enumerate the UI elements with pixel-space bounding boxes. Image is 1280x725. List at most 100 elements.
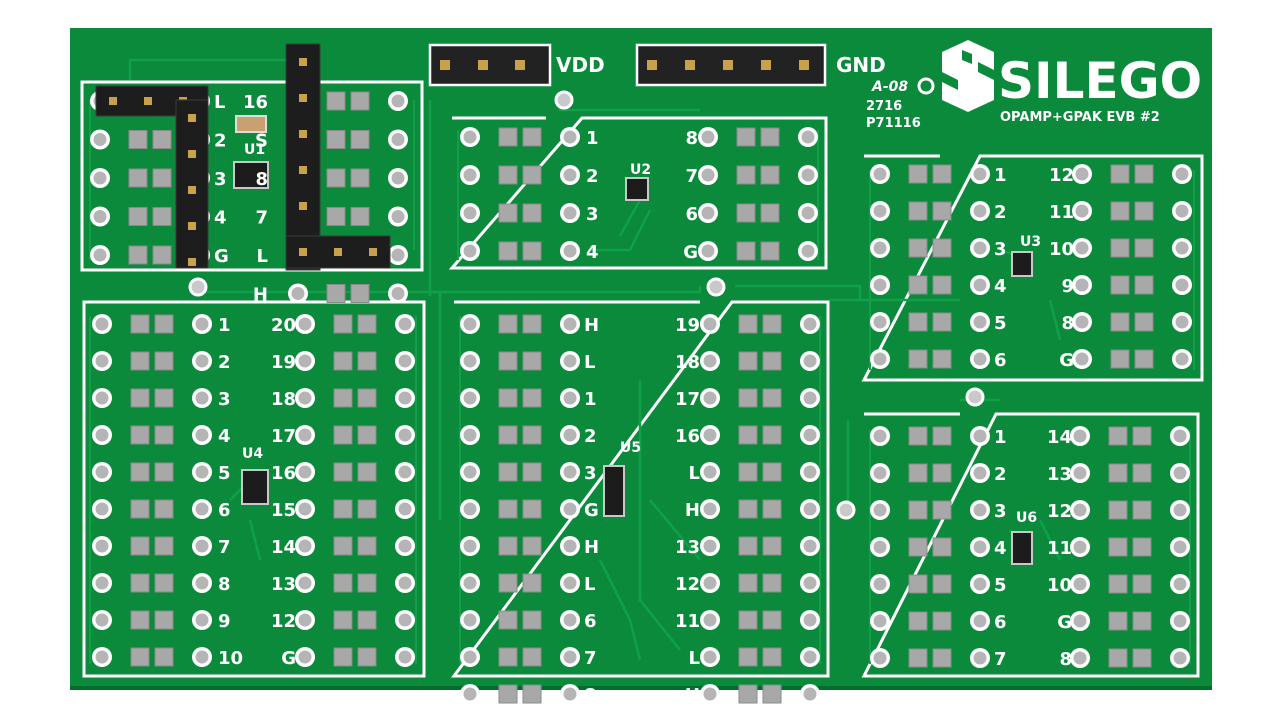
u1-right-header (285, 43, 321, 271)
u1-left-row-4-via-a-hole (93, 248, 107, 262)
gnd-pin-0 (647, 60, 657, 70)
u4-left-row-1-via-b-hole (195, 354, 209, 368)
u4-left-row-4-pad-b (154, 462, 174, 482)
u4-right-row-2-pad-a (333, 388, 353, 408)
u4-left-row-1-pad-a (130, 351, 150, 371)
u4-left-row-6-pad-a (130, 536, 150, 556)
gnd-pin-3 (761, 60, 771, 70)
u6-right-pin-label-0: 14 (1047, 427, 1072, 448)
u3-left-pin-label-2: 3 (994, 239, 1007, 260)
outline-u4 (82, 300, 426, 678)
u3-right-row-1-via-a-hole (1075, 204, 1089, 218)
u1-left-row-1-pad-a (128, 130, 148, 149)
u3-right-row-5-pad-a (1110, 349, 1130, 369)
u4-right-row-4-via-b-hole (398, 465, 412, 479)
u1-left-row-2-via-a-hole (93, 171, 107, 185)
u4-right-row-7-via-b-hole (398, 576, 412, 590)
u4-left-pin-label-0: 1 (218, 315, 231, 336)
u2-chip (625, 177, 649, 201)
u6-left-row-6-pad-a (908, 648, 928, 668)
u6-left-row-4-via-b-hole (973, 577, 987, 591)
u5-left-row-2-pad-a (498, 388, 518, 408)
silego-logo: SILEGO OPAMP+GPAK EVB #2 A-08 2716 P7111… (866, 40, 1202, 131)
u5-left-row-5-pad-a (498, 499, 518, 519)
u4-left-row-9-via-b-hole (195, 650, 209, 664)
u5-right-row-10-via-b-hole (803, 687, 817, 701)
u3-right-row-1-pad-a (1110, 201, 1130, 221)
u5-left-row-9-via-b-hole (563, 650, 577, 664)
u3-right-pin-label-0: 12 (1049, 165, 1074, 186)
u6-right-row-3-via-b-hole (1173, 540, 1187, 554)
u5-left-row-1-pad-b (522, 351, 542, 371)
u6-left-row-1-pad-b (932, 463, 952, 483)
u5-left-row-5-pad-b (522, 499, 542, 519)
u1-left-header-pin-2 (188, 186, 196, 194)
u4-left-row-8-via-b-hole (195, 613, 209, 627)
u6-right-pin-label-6: 8 (1059, 649, 1072, 670)
u3-left-row-1-via-b-hole (973, 204, 987, 218)
u6-right-pin-label-5: G (1057, 612, 1072, 633)
u4-right-row-5-pad-a (333, 499, 353, 519)
u2-left-row-2-via-a-hole (463, 206, 477, 220)
u1-left-row-4-pad-b (152, 245, 172, 265)
u1-right-row-1-via-b-hole (391, 133, 405, 146)
u6-right-row-1-via-a-hole (1073, 466, 1087, 480)
u5-right-pin-label-2: 17 (675, 389, 700, 410)
u4-right-row-2-via-a-hole (298, 391, 312, 405)
u4-left-row-8-pad-b (154, 610, 174, 630)
u5-right-row-8-via-b-hole (803, 613, 817, 627)
module-outlines (80, 80, 1204, 678)
u1-right-row-3-pad-b (350, 207, 370, 226)
u1-right-row-3-pad-a (326, 207, 346, 226)
u2-right-row-2-via-b-hole (801, 206, 815, 220)
u3-chip (1011, 251, 1033, 277)
u3-right-row-2-pad-b (1134, 238, 1154, 258)
u5-left-row-4-pad-b (522, 462, 542, 482)
u3-right-row-3-pad-a (1110, 275, 1130, 295)
u2-right-row-3-pad-a (736, 241, 756, 261)
u4-left-row-4-pad-a (130, 462, 150, 482)
u4-right-row-0-via-b-hole (398, 317, 412, 331)
u4-left-pin-label-7: 8 (218, 574, 231, 595)
u1-right-header-pin-4 (299, 202, 307, 210)
u1-right-pin-label-4: L (257, 246, 268, 267)
u4-left-row-0-pad-b (154, 314, 174, 334)
u3-left-row-4-via-b-hole (973, 315, 987, 329)
u4-left-row-3-via-b-hole (195, 428, 209, 442)
outline-u2 (448, 116, 828, 270)
u2-left-row-1-via-a-hole (463, 168, 477, 182)
u5-left-row-0-via-b-hole (563, 317, 577, 331)
u6-left-row-0-via-b-hole (973, 429, 987, 443)
u1-capacitor (235, 115, 267, 133)
u5-left-row-9-pad-b (522, 647, 542, 667)
u1-right-row-2-via-b-hole (391, 171, 405, 185)
u4-right-row-9-pad-a (333, 647, 353, 667)
u4-left-pin-label-5: 6 (218, 500, 231, 521)
u3-left-row-2-via-b-hole (973, 241, 987, 255)
u4-left-row-3-pad-b (154, 425, 174, 445)
u4-right-row-3-via-b-hole (398, 428, 412, 442)
u6-left-row-1-pad-a (908, 463, 928, 483)
u5-left-row-1-pad-a (498, 351, 518, 371)
u5-right-row-0-pad-a (738, 314, 758, 334)
u5-right-row-2-via-b-hole (803, 391, 817, 405)
u2-right-row-0-pad-a (736, 127, 756, 147)
vdd-label: VDD (556, 53, 605, 77)
u4-right-row-9-pad-b (357, 647, 377, 667)
u6-chip (1011, 531, 1033, 565)
u6-right-row-3-pad-a (1108, 537, 1128, 557)
u5-left-row-4-via-b-hole (563, 465, 577, 479)
u6-left-row-2-via-a-hole (873, 503, 887, 517)
u5-left-row-8-pad-a (498, 610, 518, 630)
u6-right-row-4-pad-a (1108, 574, 1128, 594)
u4-right-row-1-pad-b (357, 351, 377, 371)
u4-left-row-1-via-a-hole (95, 354, 109, 368)
u6-left-pin-label-2: 3 (994, 501, 1007, 522)
u2-left-row-0-via-b-hole (563, 130, 577, 144)
bridge-via-top (554, 90, 574, 110)
u1-top-header-pin-1 (144, 97, 152, 105)
u4-right-pin-label-0: 20 (271, 315, 296, 336)
outline-u3 (861, 154, 1204, 382)
u3-left-row-0-via-b-hole (973, 167, 987, 181)
u5-right-row-3-pad-b (762, 425, 782, 445)
